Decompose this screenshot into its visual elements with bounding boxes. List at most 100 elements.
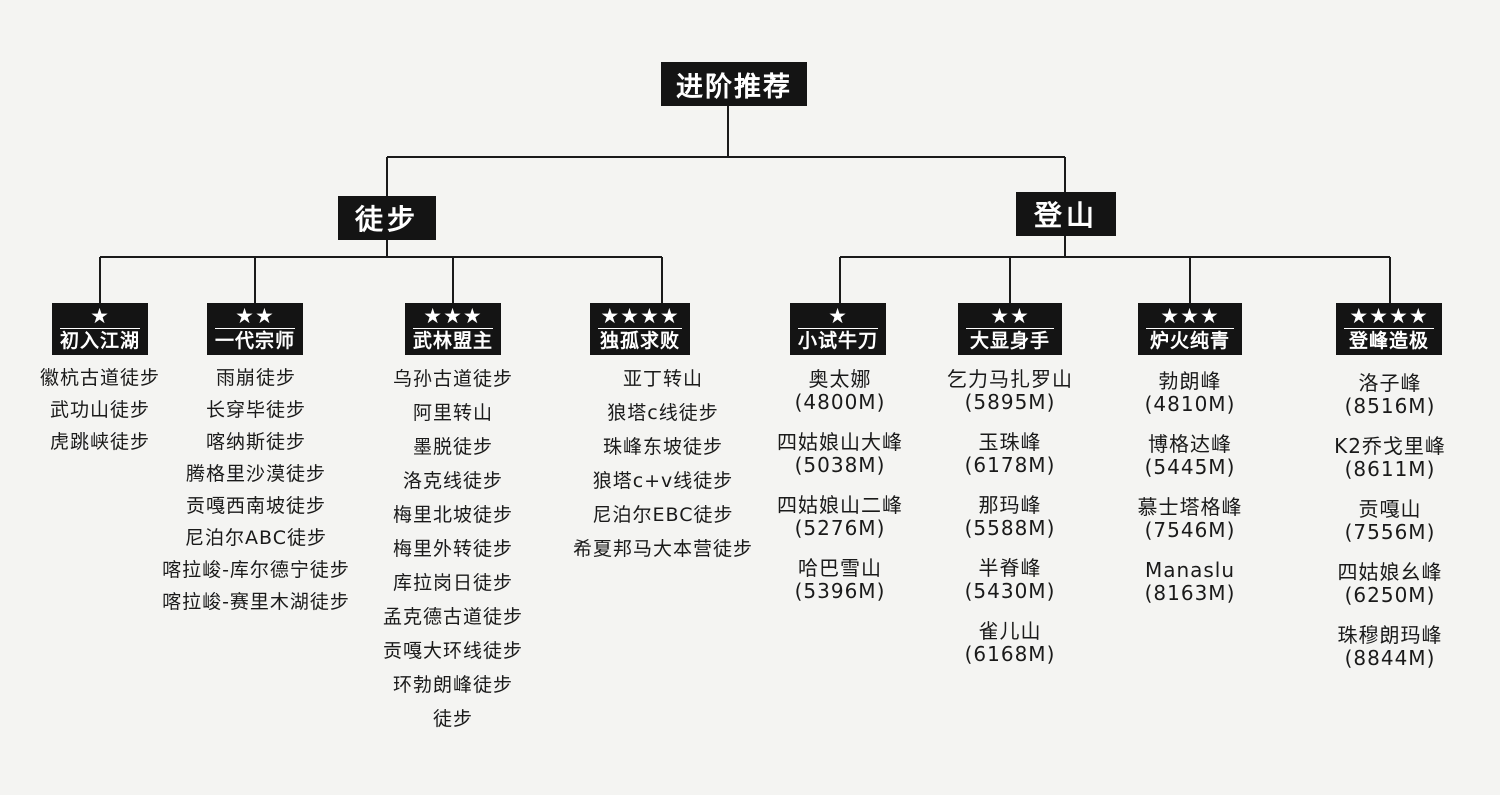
- category-node: ★★ 大显身手: [958, 303, 1062, 355]
- route-list: 乌孙古道徒步阿里转山墨脱徒步洛克线徒步梅里北坡徒步梅里外转徒步库拉岗日徒步孟克德…: [340, 362, 566, 736]
- stars-rating: ★★: [235, 304, 275, 328]
- peak-list: 乞力马扎罗山(5895M) 玉珠峰(6178M) 那玛峰(5588M) 半脊峰(543…: [912, 368, 1108, 683]
- peak-altitude: (8516M): [1344, 394, 1436, 418]
- stars-rating: ★: [90, 304, 110, 328]
- peak-entry: 洛子峰(8516M): [1300, 372, 1480, 418]
- peak-entry: 四姑娘山大峰(5038M): [745, 431, 935, 477]
- peak-entry: 哈巴雪山(5396M): [745, 557, 935, 603]
- divider: [1146, 328, 1234, 329]
- route-item: 喀纳斯徒步: [205, 431, 306, 453]
- route-item: 长穿毕徒步: [205, 399, 306, 421]
- divider: [59, 328, 141, 329]
- peak-altitude: (6168M): [964, 642, 1056, 666]
- peak-name: 玉珠峰: [978, 430, 1042, 454]
- peak-entry: 半脊峰(5430M): [912, 557, 1108, 603]
- peak-name: 珠穆朗玛峰: [1337, 623, 1443, 647]
- peak-altitude: (5038M): [794, 453, 886, 477]
- peak-name: 四姑娘幺峰: [1337, 560, 1443, 584]
- stars-rating: ★: [828, 304, 848, 328]
- peak-entry: 乞力马扎罗山(5895M): [912, 368, 1108, 414]
- route-item: 贡嘎大环线徒步: [382, 640, 523, 662]
- route-item: 墨脱徒步: [412, 436, 493, 458]
- route-item: 孟克德古道徒步: [382, 606, 523, 628]
- peak-entry: K2乔戈里峰(8611M): [1300, 435, 1480, 481]
- peak-entry: Manaslu(8163M): [1100, 559, 1280, 605]
- route-item: 库拉岗日徒步: [392, 572, 513, 594]
- category-title: 登峰造极: [1348, 330, 1429, 352]
- route-item: 阿里转山: [412, 402, 493, 424]
- category-title: 独孤求败: [599, 330, 680, 352]
- category-title: 初入江湖: [59, 330, 140, 352]
- category-node: ★★★★ 独孤求败: [590, 303, 690, 355]
- peak-altitude: (5588M): [964, 516, 1056, 540]
- route-item: 环勃朗峰徒步: [392, 674, 513, 696]
- peak-name: 贡嘎山: [1358, 497, 1422, 521]
- route-item: 梅里外转徒步: [392, 538, 513, 560]
- peak-name: 半脊峰: [978, 556, 1042, 580]
- category-node: ★★★★ 登峰造极: [1336, 303, 1442, 355]
- divider: [966, 328, 1054, 329]
- stars-rating: ★★★★: [1349, 304, 1429, 328]
- peak-name: K2乔戈里峰: [1334, 434, 1446, 458]
- peak-list: 奥太娜(4800M) 四姑娘山大峰(5038M) 四姑娘山二峰(5276M) 哈巴雪山…: [745, 368, 935, 620]
- peak-altitude: (7546M): [1144, 518, 1236, 542]
- peak-entry: 四姑娘山二峰(5276M): [745, 494, 935, 540]
- route-item: 希夏邦马大本营徒步: [572, 538, 753, 560]
- peak-name: 四姑娘山大峰: [777, 430, 903, 454]
- peak-altitude: (8611M): [1344, 457, 1436, 481]
- route-item: 虎跳峡徒步: [49, 431, 150, 453]
- peak-name: 博格达峰: [1148, 432, 1232, 456]
- peak-entry: 贡嘎山(7556M): [1300, 498, 1480, 544]
- category-title: 一代宗师: [214, 330, 295, 352]
- divider: [214, 328, 296, 329]
- root-node: 进阶推荐: [661, 62, 807, 106]
- divider: [1344, 328, 1434, 329]
- route-item: 狼塔c+v线徒步: [592, 470, 734, 492]
- peak-entry: 雀儿山(6168M): [912, 620, 1108, 666]
- route-item: 珠峰东坡徒步: [602, 436, 723, 458]
- category-node: ★ 初入江湖: [52, 303, 148, 355]
- peak-entry: 那玛峰(5588M): [912, 494, 1108, 540]
- route-list: 徽杭古道徒步武功山徒步虎跳峡徒步: [30, 362, 170, 458]
- peak-name: Manaslu: [1144, 558, 1236, 582]
- peak-entry: 奥太娜(4800M): [745, 368, 935, 414]
- category-node: ★★★ 炉火纯青: [1138, 303, 1242, 355]
- route-list: 亚丁转山狼塔c线徒步珠峰东坡徒步狼塔c+v线徒步尼泊尔EBC徒步希夏邦马大本营徒…: [535, 362, 791, 566]
- peak-entry: 四姑娘幺峰(6250M): [1300, 561, 1480, 607]
- peak-name: 洛子峰: [1358, 371, 1422, 395]
- peak-name: 雀儿山: [978, 619, 1042, 643]
- peak-altitude: (5430M): [964, 579, 1056, 603]
- peak-altitude: (5895M): [964, 390, 1056, 414]
- peak-entry: 珠穆朗玛峰(8844M): [1300, 624, 1480, 670]
- peak-name: 奥太娜: [808, 367, 872, 391]
- category-title: 武林盟主: [412, 330, 493, 352]
- route-item: 徽杭古道徒步: [39, 367, 160, 389]
- peak-altitude: (6250M): [1344, 583, 1436, 607]
- route-item: 腾格里沙漠徒步: [185, 463, 326, 485]
- peak-name: 哈巴雪山: [798, 556, 882, 580]
- category-node: ★★ 一代宗师: [207, 303, 303, 355]
- route-item: 梅里北坡徒步: [392, 504, 513, 526]
- peak-name: 乞力马扎罗山: [947, 367, 1073, 391]
- route-item: 乌孙古道徒步: [392, 368, 513, 390]
- divider: [412, 328, 494, 329]
- peak-name: 四姑娘山二峰: [777, 493, 903, 517]
- divider: [598, 328, 682, 329]
- category-node: ★★★ 武林盟主: [405, 303, 501, 355]
- peak-altitude: (5396M): [794, 579, 886, 603]
- peak-altitude: (7556M): [1344, 520, 1436, 544]
- branch-hiking: 徒步: [338, 196, 436, 240]
- peak-altitude: (8163M): [1144, 581, 1236, 605]
- route-item: 尼泊尔EBC徒步: [592, 504, 734, 526]
- route-item: 洛克线徒步: [402, 470, 503, 492]
- peak-name: 勃朗峰: [1158, 369, 1222, 393]
- peak-entry: 玉珠峰(6178M): [912, 431, 1108, 477]
- category-title: 大显身手: [969, 330, 1050, 352]
- peak-name: 慕士塔格峰: [1137, 495, 1243, 519]
- divider: [797, 328, 879, 329]
- route-item: 尼泊尔ABC徒步: [185, 527, 327, 549]
- stars-rating: ★★★: [1160, 304, 1220, 328]
- peak-altitude: (6178M): [964, 453, 1056, 477]
- route-item: 雨崩徒步: [215, 367, 296, 389]
